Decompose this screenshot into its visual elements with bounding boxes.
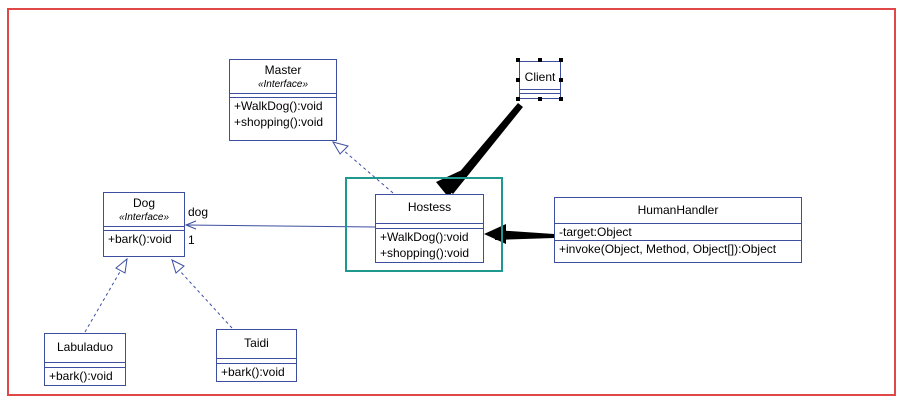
class-name: Labuladuo [56, 340, 114, 354]
operation: +WalkDog():void [234, 99, 323, 113]
operation: +WalkDog():void [380, 230, 469, 244]
association-arrowhead [184, 220, 197, 230]
selection-handle[interactable] [516, 97, 520, 101]
attributes-compartment [230, 93, 336, 97]
operation: +bark():void [108, 232, 172, 246]
attribute: -target:Object [559, 225, 632, 239]
client-hostess-arrow [446, 103, 523, 194]
class-name: Taidi [244, 336, 269, 350]
selection-handle[interactable] [559, 97, 563, 101]
class-hostess[interactable]: Hostess +WalkDog():void +shopping():void [375, 194, 484, 263]
dog-realization-triangle-left [115, 257, 128, 274]
attributes-compartment [104, 226, 184, 230]
class-client[interactable]: Client [519, 61, 561, 99]
hostess-dog-association-line [185, 224, 376, 228]
operations-compartment: +bark():void [45, 367, 125, 384]
hostess-highlight-box [345, 177, 503, 272]
selection-handle[interactable] [538, 97, 542, 101]
operation: +shopping():void [234, 115, 324, 129]
class-humanhandler[interactable]: HumanHandler -target:Object +invoke(Obje… [554, 197, 802, 263]
master-realization-triangle [331, 141, 349, 155]
class-name: HumanHandler [637, 203, 719, 217]
association-role-label: dog [188, 205, 209, 219]
selection-handle[interactable] [538, 58, 542, 62]
operations-compartment: +bark():void [217, 363, 296, 380]
taidi-dog-realization-line [178, 269, 233, 329]
class-name: Dog [132, 196, 155, 210]
operation: +bark():void [221, 365, 285, 379]
operations-compartment: +invoke(Object, Method, Object[]):Object [555, 240, 801, 257]
humanhandler-hostess-arrow [495, 230, 554, 240]
hostess-master-realization-line [342, 149, 394, 194]
operation: +invoke(Object, Method, Object[]):Object [559, 242, 777, 256]
class-taidi[interactable]: Taidi +bark():void [216, 329, 297, 382]
attributes-compartment [217, 358, 296, 363]
operations-compartment [520, 93, 560, 97]
attributes-compartment [45, 362, 125, 367]
selection-handle[interactable] [559, 78, 563, 82]
class-name: Hostess [407, 200, 452, 214]
attributes-compartment: -target:Object [555, 223, 801, 240]
operations-compartment: +bark():void [104, 230, 184, 247]
class-name: Client [524, 70, 556, 84]
class-dog[interactable]: Dog «Interface» +bark():void [103, 192, 185, 257]
operations-compartment: +WalkDog():void +shopping():void [376, 228, 483, 261]
labuladuo-dog-realization-line [84, 269, 122, 333]
selection-handle[interactable] [559, 58, 563, 62]
selection-handle[interactable] [516, 58, 520, 62]
diagram-frame [7, 8, 896, 396]
operation: +shopping():void [380, 246, 470, 260]
dog-realization-triangle-right [171, 259, 185, 274]
class-master[interactable]: Master «Interface» +WalkDog():void +shop… [229, 59, 337, 141]
humanhandler-hostess-arrowhead [484, 224, 506, 244]
selection-handle[interactable] [516, 78, 520, 82]
class-stereotype: «Interface» [118, 212, 170, 223]
class-name: Master [264, 63, 302, 77]
class-stereotype: «Interface» [257, 79, 309, 90]
class-labuladuo[interactable]: Labuladuo +bark():void [44, 333, 126, 386]
association-multiplicity-label: 1 [188, 233, 195, 247]
attributes-compartment [376, 223, 483, 228]
operation: +bark():void [49, 369, 113, 383]
operations-compartment: +WalkDog():void +shopping():void [230, 97, 336, 130]
attributes-compartment [520, 89, 560, 93]
